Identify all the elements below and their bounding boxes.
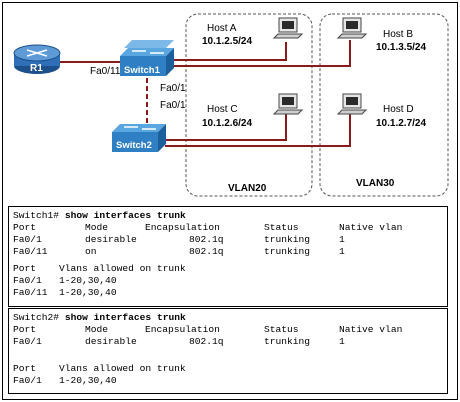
t1-row2-native: 1 bbox=[339, 246, 345, 257]
t1-row2-port: Fa0/11 bbox=[13, 246, 48, 257]
t2-header-mode: Mode bbox=[85, 324, 109, 335]
switch2-icon bbox=[112, 124, 166, 152]
t1-row1-status: trunking bbox=[264, 234, 311, 245]
t1-row2-mode: on bbox=[85, 246, 97, 257]
t2-row1-encap: 802.1q bbox=[189, 336, 224, 347]
host-c-computer-icon bbox=[272, 93, 304, 115]
switch2-label: Switch2 bbox=[116, 140, 152, 151]
t1-row1-encap: 802.1q bbox=[189, 234, 224, 245]
vlan30-label: VLAN30 bbox=[356, 178, 395, 189]
vlan30-area bbox=[319, 13, 449, 197]
switch1-terminal-output: Switch1# show interfaces trunk Port Mode… bbox=[8, 206, 448, 307]
t1-row1-port: Fa0/1 bbox=[13, 234, 42, 245]
terminal2-command: show interfaces trunk bbox=[64, 312, 186, 323]
host-d-ip: 10.1.2.7/24 bbox=[376, 118, 427, 129]
link-switch2-hostC bbox=[165, 114, 287, 141]
t2-row1-mode: desirable bbox=[85, 336, 137, 347]
t1-row1-native: 1 bbox=[339, 234, 345, 245]
link-switch2-hostD bbox=[165, 114, 351, 147]
t1-vlan-row1-allowed: 1-20,30,40 bbox=[59, 275, 117, 286]
t1-row1-mode: desirable bbox=[85, 234, 137, 245]
host-a-ip: 10.1.2.5/24 bbox=[202, 36, 253, 47]
switch1-port-fa0-1: Fa0/1 bbox=[160, 83, 186, 94]
switch2-port-fa0-1: Fa0/1 bbox=[160, 100, 186, 111]
t2-header-status: Status bbox=[264, 324, 299, 335]
t2-row1-port: Fa0/1 bbox=[13, 336, 42, 347]
t2-row1-status: trunking bbox=[264, 336, 311, 347]
network-diagram bbox=[13, 13, 449, 197]
router-icon bbox=[13, 44, 61, 74]
t2-row1-native: 1 bbox=[339, 336, 345, 347]
host-b-ip: 10.1.3.5/24 bbox=[376, 42, 427, 53]
link-switch1-hostB bbox=[165, 40, 351, 67]
t1-vlan-header-port: Port bbox=[13, 263, 37, 274]
t2-header-native-vlan: Native vlan bbox=[339, 324, 403, 335]
t1-vlan-row2-allowed: 1-20,30,40 bbox=[59, 287, 117, 298]
vlan20-area bbox=[185, 13, 313, 197]
terminal1-prompt: Switch1# bbox=[13, 210, 60, 221]
host-b-name: Host B bbox=[383, 29, 414, 40]
terminal2-command-line: Switch2# show interfaces trunk bbox=[13, 312, 186, 324]
t1-header-native-vlan: Native vlan bbox=[339, 222, 403, 233]
t2-vlan-header-port: Port bbox=[13, 363, 37, 374]
link-switch1-hostA bbox=[165, 42, 287, 61]
switch1-icon bbox=[120, 40, 174, 76]
switch1-label: Switch1 bbox=[124, 65, 160, 76]
terminal1-command: show interfaces trunk bbox=[64, 210, 186, 221]
host-c-ip: 10.1.2.6/24 bbox=[202, 118, 253, 129]
switch2-terminal-output: Switch2# show interfaces trunk Port Mode… bbox=[8, 308, 448, 394]
t1-vlan-header-allowed: Vlans allowed on trunk bbox=[59, 263, 186, 274]
t2-header-port: Port bbox=[13, 324, 37, 335]
t1-vlan-row1-port: Fa0/1 bbox=[13, 275, 42, 286]
switch1-port-fa0-11: Fa0/11 bbox=[90, 66, 121, 77]
terminal1-command-line: Switch1# show interfaces trunk bbox=[13, 210, 186, 222]
t1-header-status: Status bbox=[264, 222, 299, 233]
vlan20-label: VLAN20 bbox=[228, 183, 267, 194]
t2-vlan-row1-allowed: 1-20,30,40 bbox=[59, 375, 117, 386]
router-label: R1 bbox=[30, 63, 43, 74]
t1-row2-status: trunking bbox=[264, 246, 311, 257]
t1-header-encapsulation: Encapsulation bbox=[145, 222, 220, 233]
terminal2-prompt: Switch2# bbox=[13, 312, 60, 323]
host-d-computer-icon bbox=[336, 93, 368, 115]
t1-vlan-row2-port: Fa0/11 bbox=[13, 287, 48, 298]
host-a-name: Host A bbox=[207, 23, 237, 34]
t2-vlan-header-allowed: Vlans allowed on trunk bbox=[59, 363, 186, 374]
host-b-computer-icon bbox=[336, 17, 368, 39]
t2-header-encapsulation: Encapsulation bbox=[145, 324, 220, 335]
host-a-computer-icon bbox=[272, 17, 304, 39]
t1-header-mode: Mode bbox=[85, 222, 109, 233]
host-c-name: Host C bbox=[207, 104, 238, 115]
host-d-name: Host D bbox=[383, 104, 414, 115]
t1-row2-encap: 802.1q bbox=[189, 246, 224, 257]
t2-vlan-row1-port: Fa0/1 bbox=[13, 375, 42, 386]
t1-header-port: Port bbox=[13, 222, 37, 233]
